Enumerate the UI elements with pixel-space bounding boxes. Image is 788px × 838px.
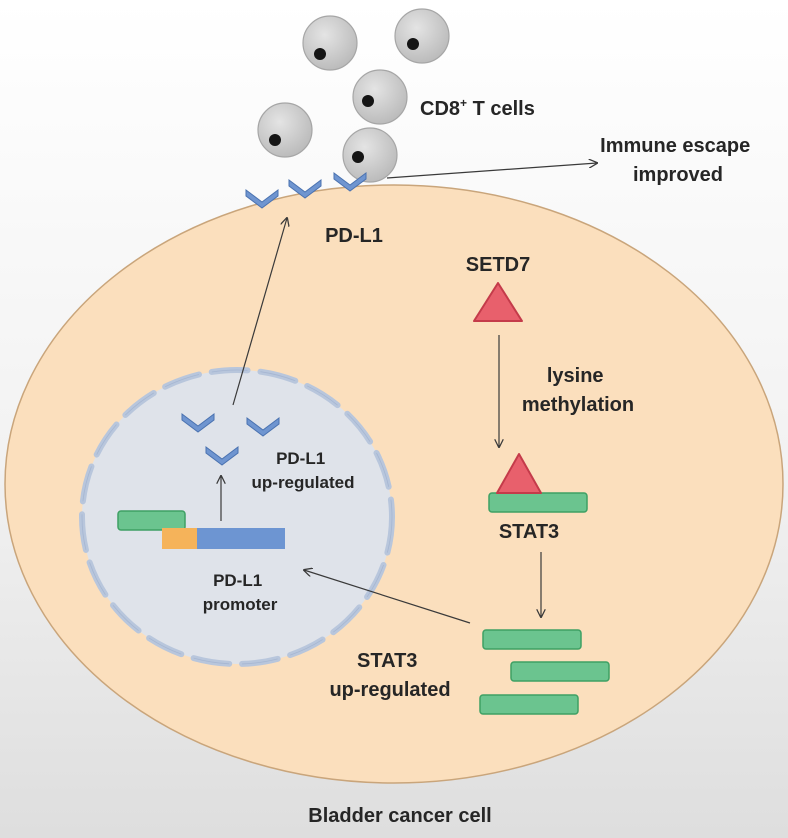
lysine-methylation-label: lysine methylation bbox=[522, 365, 634, 416]
pd-l1-promoter-label: PD-L1 promoter bbox=[203, 571, 278, 614]
stat3-protein-icon bbox=[482, 629, 582, 650]
t-cell-icon bbox=[302, 15, 358, 71]
pd-l1-transport-arrow bbox=[232, 218, 287, 406]
pd-l1-membrane-label: PD-L1 bbox=[325, 225, 383, 247]
t-cell-group bbox=[257, 8, 450, 183]
promoter-gene-icon bbox=[162, 528, 285, 549]
nucleus bbox=[79, 367, 395, 667]
stat3-protein-icon bbox=[510, 661, 610, 682]
t-cell-icon bbox=[342, 127, 398, 183]
immune-escape-arrow bbox=[386, 163, 597, 179]
setd7-triangle-icon bbox=[473, 282, 523, 322]
t-cell-icon bbox=[257, 102, 313, 158]
t-cell-icon bbox=[352, 69, 408, 125]
stat3-to-promoter-arrow bbox=[304, 570, 471, 624]
stat3-label: STAT3 bbox=[499, 521, 559, 543]
stat3-protein-icon bbox=[488, 492, 588, 513]
t-cell-icon bbox=[394, 8, 450, 64]
pd-l1-upregulated-label: PD-L1 up-regulated bbox=[252, 449, 355, 492]
immune-escape-label: Immune escape improved bbox=[600, 135, 756, 186]
setd7-triangle-icon bbox=[496, 453, 542, 494]
stat3-upregulated-stack bbox=[479, 629, 610, 715]
cd8-t-cells-label: CD8+ T cells bbox=[420, 96, 535, 120]
stat3-protein-icon bbox=[479, 694, 579, 715]
stat3-bound-protein-icon bbox=[117, 510, 186, 531]
stat3-upregulated-label: STAT3 up-regulated bbox=[329, 650, 450, 701]
setd7-label: SETD7 bbox=[466, 254, 530, 276]
cell-name-label: Bladder cancer cell bbox=[308, 805, 491, 827]
